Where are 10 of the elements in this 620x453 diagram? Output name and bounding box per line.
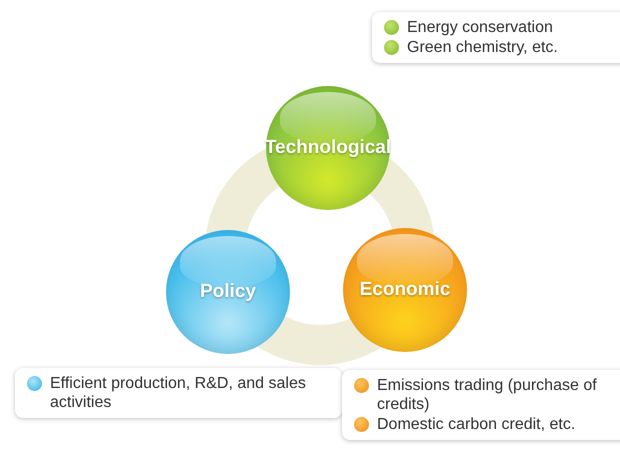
sphere-label: Economic <box>360 279 450 301</box>
bullet-text: Energy conservation <box>407 18 553 37</box>
bullet-text: Efficient production, R&D, and sales activities <box>50 374 307 412</box>
callout-card <box>372 12 620 63</box>
callout-card <box>342 370 620 440</box>
bullet-text: Domestic carbon credit, etc. <box>377 415 576 434</box>
bullet-text: Green chemistry, etc. <box>407 38 558 57</box>
bullet-text: Emissions trading (purchase of credits) <box>377 376 598 414</box>
callout-card <box>15 368 342 418</box>
sphere-label: Policy <box>200 281 256 303</box>
